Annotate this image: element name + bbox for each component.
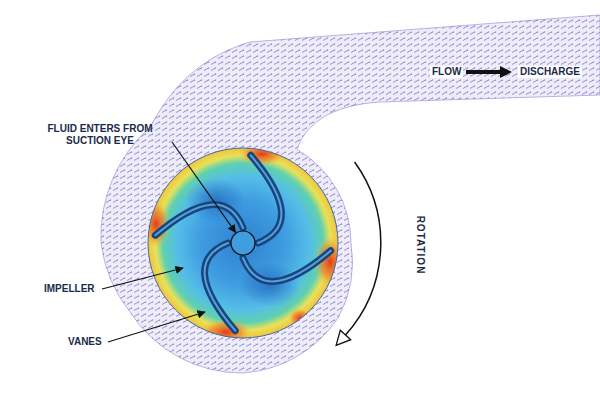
rotation-arrow [346,162,381,335]
vanes [155,155,330,330]
velocity-vectors [101,15,600,373]
discharge-label: DISCHARGE [518,66,582,78]
flow-arrow [466,66,512,78]
flow-label: FLOW [430,66,463,78]
rotation-arrowhead [336,330,351,345]
leader-line [172,142,236,232]
impeller [142,142,346,345]
leader-line [108,312,205,342]
part-label: VANES [68,336,102,348]
leader-line [102,268,183,289]
volute-casing [101,15,600,373]
suction-eye [231,231,255,255]
rotation-label: ROTATION [414,216,426,275]
part-label: IMPELLER [44,283,95,295]
callout-label: FLUID ENTERS FROM SUCTION EYE [30,123,170,147]
